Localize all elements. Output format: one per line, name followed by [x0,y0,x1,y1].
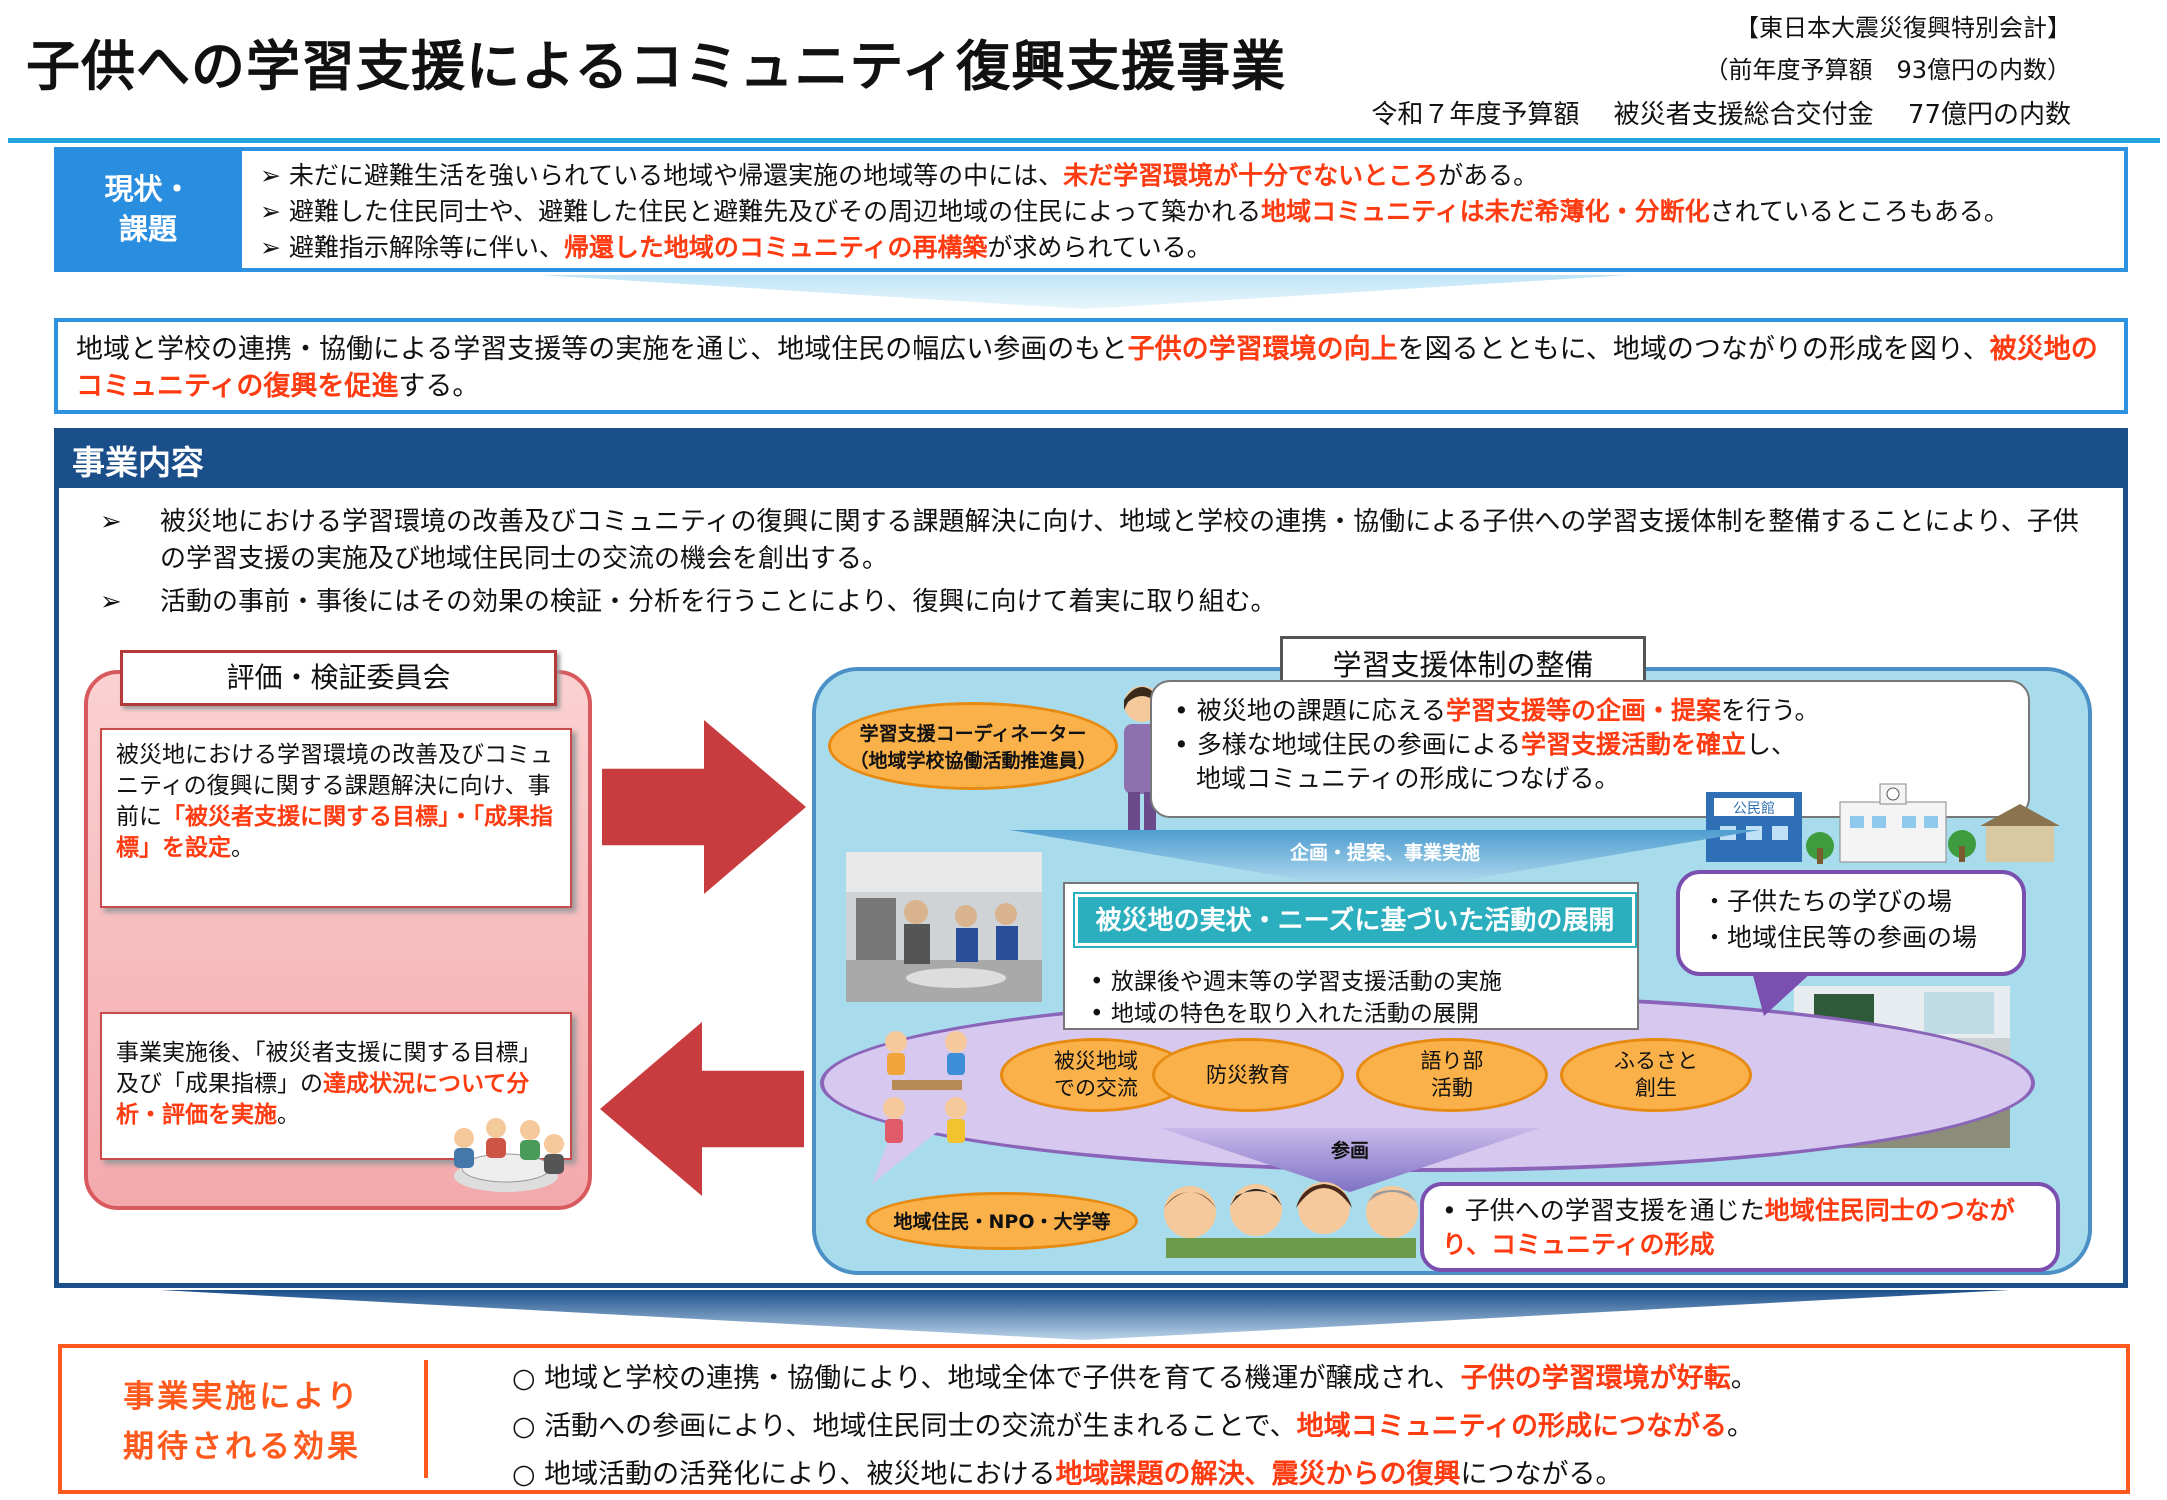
down-arrow [540,275,1630,309]
committee-title: 評価・検証委員会 [120,650,557,706]
business-heading: 事業内容 [54,428,2128,488]
residents-faces-icon [1164,1182,1418,1258]
situation-item: ➢ 未だに避難生活を強いられている地域や帰還実施の地域等の中には、未だ学習環境が… [260,161,1539,190]
cooking-activity-photo [846,852,1042,1002]
budget-label: 令和７年度予算額 [1371,100,1580,130]
plan-label: 企画・提案、事業実施 [1289,842,1480,864]
situation-label-2: 課題 [118,212,177,246]
situation-item: ➢ 避難した住民同士や、避難した住民と避難先及びその周辺地域の住民によって築かれ… [260,197,2009,226]
coordinator-role: （地域学校協働活動推進員） [849,750,1097,772]
header-divider [8,138,2160,143]
account-label: 【東日本大震災復興特別会計】 [1735,14,2071,42]
prev-budget: （前年度予算額 93億円の内数） [1704,56,2071,84]
activity-item: • 放課後や週末等の学習支援活動の実施 [1090,969,1502,995]
participate-label: 参画 [1330,1140,1369,1162]
business-item: ➢被災地における学習環境の改善及びコミュニティの復興に関する課題解決に向け、地域… [100,507,2079,574]
budget-line: 令和７年度予算額 被災者支援総合交付金 77億円の内数 [1371,94,2071,131]
residents-description: • 子供への学習支援を通じた地域住民同士のつながり、コミュニティの形成 [1420,1182,2060,1272]
residents-oval: 地域住民・NPO・大学等 [866,1192,1138,1250]
effect-item: ○ 活動への参画により、地域住民同士の交流が生まれることで、地域コミュニティの形… [512,1411,1755,1442]
coordinator-name: 学習支援コーディネーター [859,723,1087,745]
effect-label: 事業実施により 期待される効果 [123,1379,361,1465]
committee-card-before: 被災地における学習環境の改善及びコミュニティの復興に関する課題解決に向け、事前に… [100,728,572,908]
building-sign: 公民館 [1733,800,1775,817]
activity-item: • 地域の特色を取り入れた活動の展開 [1090,1001,1479,1027]
effect-item: ○ 地域活動の活発化により、被災地における地域課題の解決、震災からの復興につなが… [512,1459,1623,1490]
places-callout: ・子供たちの学びの場 ・地域住民等の参画の場 [1676,870,2026,976]
children-group-icon [883,1031,967,1143]
business-item: ➢活動の事前・事後にはその効果の検証・分析を行うことにより、復興に向けて着実に取… [100,587,1277,617]
meeting-illustration-icon [454,1118,564,1192]
effect-arrow [160,1290,2010,1340]
activity-oval-disaster-education: 防災教育 [1152,1038,1344,1112]
effect-divider [424,1360,428,1478]
activity-title: 被災地の実状・ニーズに基づいた活動の展開 [1075,894,1635,946]
page-title: 子供への学習支援によるコミュニティ復興支援事業 [26,35,1287,98]
budget-amount: 77億円の内数 [1907,100,2071,130]
purpose-box: 地域と学校の連携・協働による学習支援等の実施を通じ、地域住民の幅広い参画のもと子… [54,318,2128,414]
coordinator-oval: 学習支援コーディネーター （地域学校協働活動推進員） [828,702,1118,790]
community-buildings-icon: 公民館 [1706,783,2060,864]
situation-label: 現状・ 課題 [54,147,242,272]
effect-item: ○ 地域と学校の連携・協働により、地域全体で子供を育てる機運が醸成され、子供の学… [512,1363,1758,1394]
activity-oval-hometown: ふるさと創生 [1560,1038,1752,1112]
effect-box [58,1344,2130,1494]
activity-oval-storytelling: 語り部活動 [1356,1038,1548,1112]
situation-item: ➢ 避難指示解除等に伴い、帰還した地域のコミュニティの再構築が求められている。 [260,233,1212,262]
grant-label: 被災者支援総合交付金 [1613,100,1874,130]
situation-label-1: 現状・ [104,172,192,206]
